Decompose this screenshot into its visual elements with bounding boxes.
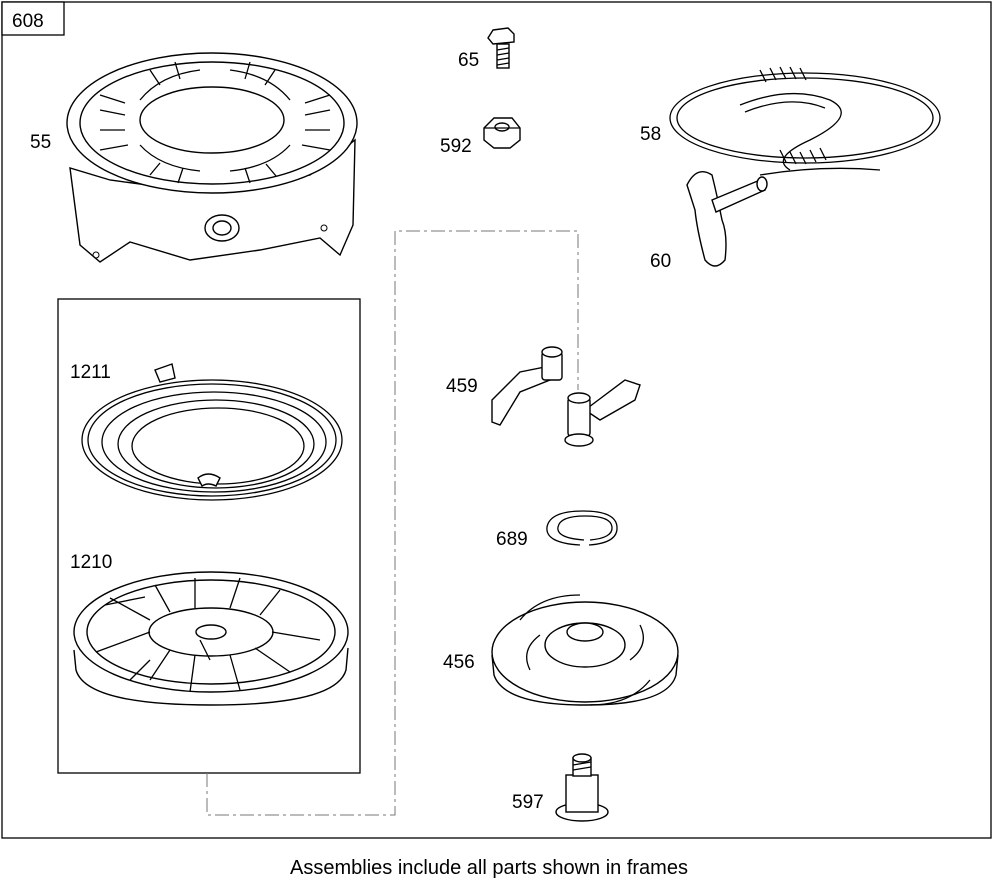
part-label-58: 58 xyxy=(640,124,661,145)
retainer-ring-drawing xyxy=(546,510,618,546)
pulley-drawing xyxy=(73,571,349,706)
pawl-retainer-drawing xyxy=(491,594,679,706)
part-label-597: 597 xyxy=(512,792,544,813)
part-label-65: 65 xyxy=(458,50,479,71)
part-label-60: 60 xyxy=(650,251,671,272)
pawl-drawing xyxy=(491,346,641,447)
part-label-1210: 1210 xyxy=(70,552,112,573)
alignment-line-assembly xyxy=(206,230,579,816)
rewind-spring-drawing xyxy=(81,363,343,501)
caption: Assemblies include all parts shown in fr… xyxy=(290,857,688,879)
part-label-459: 459 xyxy=(446,376,478,397)
starter-handle-drawing xyxy=(686,171,768,267)
diagram-id-label: 608 xyxy=(12,11,44,32)
part-label-55: 55 xyxy=(30,132,51,153)
part-label-592: 592 xyxy=(440,136,472,157)
nut-drawing xyxy=(483,117,521,149)
diagram-id-tab: 608 xyxy=(1,1,65,36)
part-label-1211: 1211 xyxy=(70,362,111,383)
blower-housing-drawing xyxy=(66,52,358,263)
starter-rope-drawing xyxy=(669,66,941,176)
part-label-456: 456 xyxy=(443,652,475,673)
part-label-689: 689 xyxy=(496,529,528,550)
assembly-frame xyxy=(57,298,361,774)
diagram-frame xyxy=(1,1,992,839)
screw-drawing xyxy=(487,27,515,69)
shoulder-screw-drawing xyxy=(555,753,609,822)
